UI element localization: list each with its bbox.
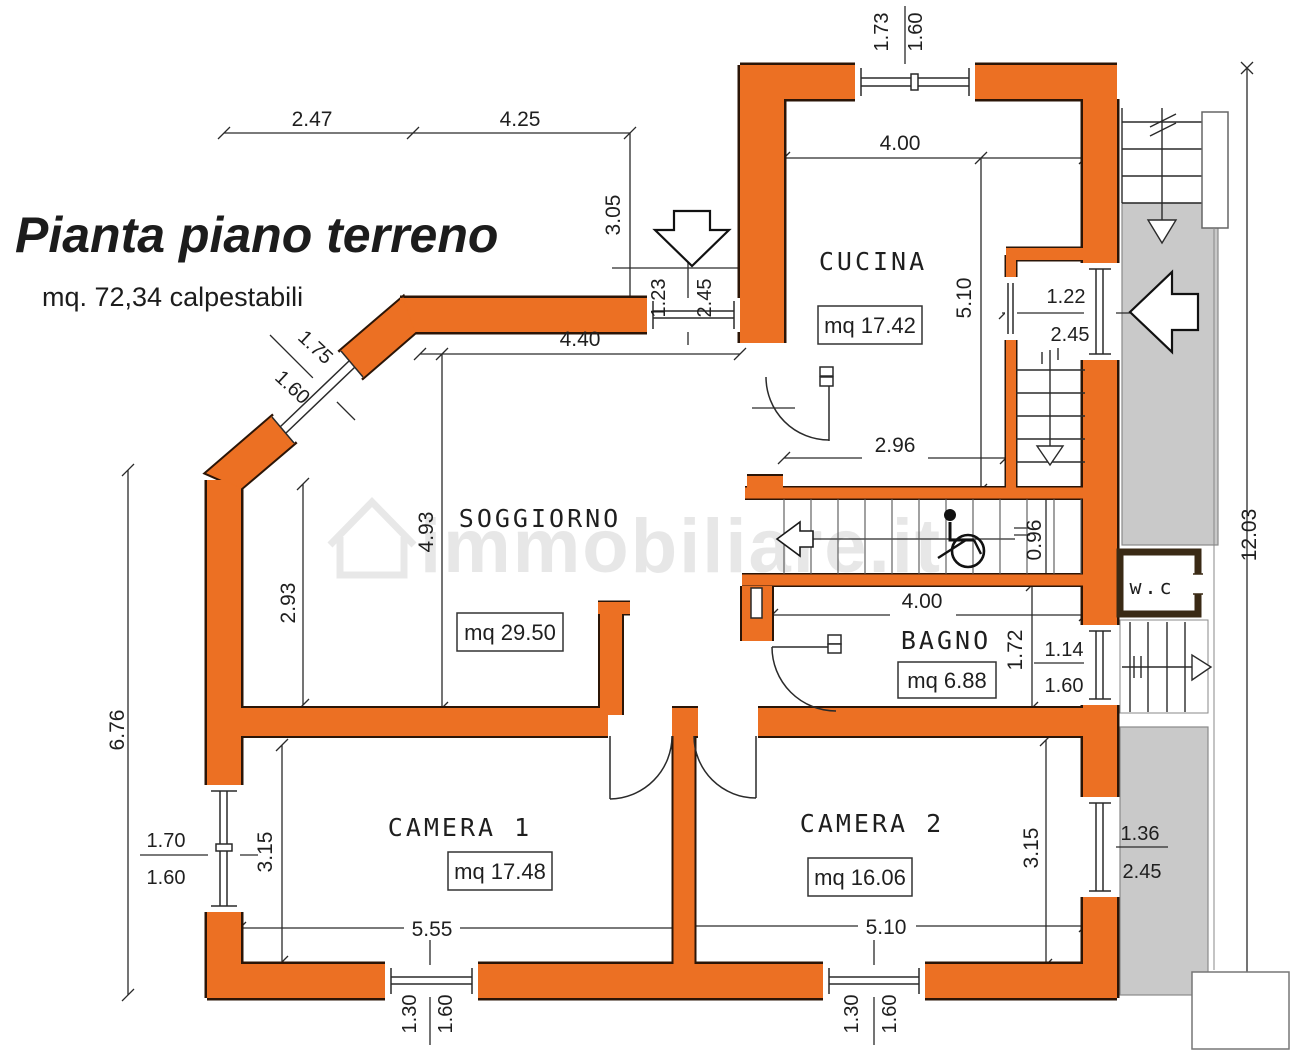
doors xyxy=(609,366,842,800)
door-camera1 xyxy=(609,735,673,800)
area-box-cucina xyxy=(817,305,923,345)
stair-center-line xyxy=(1122,656,1200,678)
dim-win-bagno-h: 1.60 xyxy=(1045,675,1084,697)
area-label-camera2: mq 16.06 xyxy=(814,865,906,890)
ramp-left-arrow-icon xyxy=(775,520,814,558)
dim-win-top-w: 1.73 xyxy=(871,13,893,52)
exterior-stairs-mid xyxy=(1119,619,1213,714)
dim-win-cam2-h: 1.60 xyxy=(879,995,901,1034)
exterior-stairs-top xyxy=(1121,108,1202,245)
dim-soggiorno-h2: 2.93 xyxy=(277,583,300,624)
wc-door-gap xyxy=(1193,574,1202,594)
entry-door-top xyxy=(647,298,740,332)
room-label-camera1: CAMERA 1 xyxy=(388,813,532,842)
dim-bagno-h: 1.72 xyxy=(1004,630,1027,671)
dim-win-left-w: 1.70 xyxy=(147,830,186,852)
page-title: Pianta piano terreno xyxy=(15,207,498,263)
dim-cam1-h: 3.15 xyxy=(254,832,277,873)
entrance-arrow-top-icon xyxy=(652,209,732,268)
dim-left-h: 6.76 xyxy=(106,710,129,751)
area-box-camera2 xyxy=(807,857,913,897)
stair-start-ticks xyxy=(1149,113,1177,137)
dim-bagno-w: 4.00 xyxy=(902,590,943,613)
watermark-house-icon xyxy=(327,496,417,579)
window-top xyxy=(855,66,975,98)
window-stair-landing xyxy=(1005,277,1017,340)
door-bagno xyxy=(771,634,842,712)
window-diagonal xyxy=(271,350,364,444)
door-cucina xyxy=(765,366,834,441)
page-subtitle: mq. 72,34 calpestabili xyxy=(42,282,303,312)
dim-win-left-h: 1.60 xyxy=(147,867,186,889)
dim-side-door-w: 1.22 xyxy=(1047,286,1086,308)
room-label-cucina: CUCINA xyxy=(819,247,927,276)
dim-cucina-h: 5.10 xyxy=(953,278,976,319)
dim-ramp-w: 0.96 xyxy=(1023,520,1046,561)
dim-passage-w: 2.96 xyxy=(875,434,916,457)
terrace-lower-right xyxy=(1119,726,1209,996)
wc-room: w.c xyxy=(1116,548,1203,618)
dim-win-cam1-w: 1.30 xyxy=(399,995,421,1034)
dim-win-cam1-h: 1.60 xyxy=(435,995,457,1034)
area-label-bagno: mq 6.88 xyxy=(907,668,987,693)
dim-depth-front: 3.05 xyxy=(602,195,625,236)
room-labels: CUCINA mq 17.42 SOGGIORNO mq 29.50 BAGNO… xyxy=(388,247,997,897)
dim-win-cam2-w: 1.30 xyxy=(841,995,863,1034)
pillar xyxy=(1201,111,1229,229)
stairs-down-arrow-icon xyxy=(1035,445,1065,467)
wall-slot xyxy=(750,587,763,619)
dim-win-top-h: 1.60 xyxy=(905,13,927,52)
dim-total-h: 12.03 xyxy=(1238,509,1261,562)
corner-slab xyxy=(1191,971,1290,1050)
area-label-cucina: mq 17.42 xyxy=(824,313,916,338)
dim-width-b: 4.25 xyxy=(500,108,541,131)
area-label-soggiorno: mq 29.50 xyxy=(464,620,556,645)
door-camera2 xyxy=(693,735,757,799)
dim-cam2-h: 3.15 xyxy=(1020,828,1043,869)
dim-terr-door-w: 1.36 xyxy=(1121,823,1160,845)
dim-side-door-h: 2.45 xyxy=(1051,324,1090,346)
windows xyxy=(208,66,1116,997)
terrace-upper-right xyxy=(1121,202,1219,546)
stair-right-arrow-icon xyxy=(1191,653,1213,682)
stair-down-arrow-icon xyxy=(1146,219,1178,245)
dim-win-bagno-w: 1.14 xyxy=(1045,639,1084,661)
window-bottom-camera2 xyxy=(823,965,925,997)
door-terrace-camera2 xyxy=(1084,797,1116,897)
area-box-soggiorno xyxy=(456,612,564,652)
dim-cam2-w: 5.10 xyxy=(866,916,907,939)
ramp-corridor xyxy=(775,499,1082,574)
area-box-bagno xyxy=(897,661,997,699)
room-label-wc: w.c xyxy=(1129,575,1174,599)
room-label-bagno: BAGNO xyxy=(901,626,991,655)
dim-cucina-w: 4.00 xyxy=(880,132,921,155)
interior-stairs xyxy=(1016,348,1085,467)
dim-entry-h: 2.45 xyxy=(694,279,716,318)
dim-soggiorno-h: 4.93 xyxy=(415,512,438,553)
room-label-soggiorno: SOGGIORNO xyxy=(459,504,621,533)
side-entrance-door xyxy=(1084,263,1116,360)
entrance-arrow-right-icon xyxy=(1128,269,1200,355)
dim-terr-door-h: 2.45 xyxy=(1123,861,1162,883)
wheelchair-icon xyxy=(937,509,986,569)
area-label-camera1: mq 17.48 xyxy=(454,859,546,884)
area-box-camera1 xyxy=(447,851,553,891)
dim-cam1-w: 5.55 xyxy=(412,918,453,941)
window-bottom-camera1 xyxy=(385,965,478,997)
dim-soggiorno-w: 4.40 xyxy=(560,328,601,351)
dim-entry-w: 1.23 xyxy=(648,279,670,318)
window-bagno xyxy=(1084,625,1116,705)
room-label-camera2: CAMERA 2 xyxy=(800,809,944,838)
terrace-areas xyxy=(1119,202,1219,996)
window-left xyxy=(208,785,240,912)
dim-width-a: 2.47 xyxy=(292,108,333,131)
